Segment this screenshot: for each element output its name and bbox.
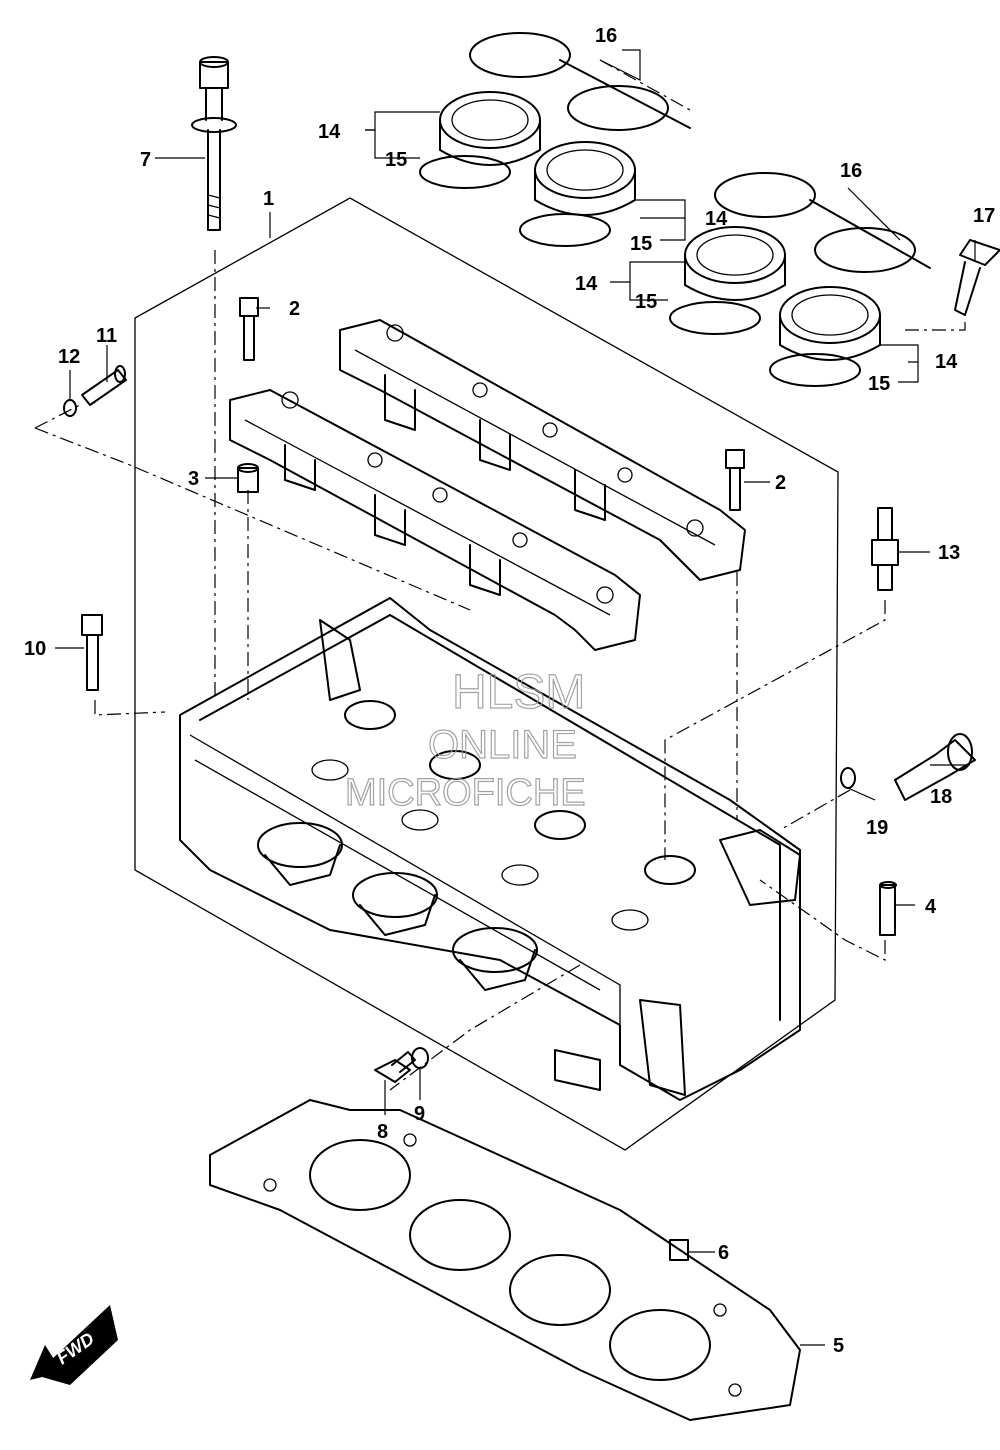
fwd-arrow: FWD xyxy=(30,1305,118,1385)
callouts: 1 2 2 3 4 5 6 7 8 9 10 11 12 13 14 14 14… xyxy=(24,25,995,1357)
callout-4: 4 xyxy=(925,896,937,918)
bolt-2-upper xyxy=(239,297,259,361)
intake-pipe-14-b xyxy=(534,141,636,216)
watermark-line-2: ONLINE xyxy=(428,723,577,767)
intake-port-1 xyxy=(257,822,343,886)
callout-14-c: 14 xyxy=(575,273,598,295)
callout-7: 7 xyxy=(140,149,151,171)
callout-14-a: 14 xyxy=(318,121,341,143)
intake-pipe-14-d xyxy=(779,286,881,361)
callout-11: 11 xyxy=(96,325,117,347)
center-lines xyxy=(34,59,966,1091)
intake-pipe-14-c xyxy=(684,226,786,301)
leader-lines xyxy=(55,49,976,1346)
callout-19: 19 xyxy=(866,817,888,839)
assembly-boundary xyxy=(134,197,839,1151)
sensor-18 xyxy=(894,733,976,801)
fwd-arrow-head xyxy=(30,1345,62,1380)
callout-2-right: 2 xyxy=(775,472,786,494)
callout-16-a: 16 xyxy=(595,25,617,47)
intake-pipe-14-a xyxy=(439,91,541,166)
callout-9: 9 xyxy=(414,1103,425,1125)
callout-13: 13 xyxy=(938,542,960,564)
fitting-11 xyxy=(81,365,127,406)
callout-14-b: 14 xyxy=(705,208,728,230)
washer-19 xyxy=(840,767,856,789)
dowel-pin-3 xyxy=(237,463,259,493)
callout-3: 3 xyxy=(188,468,199,490)
callout-10: 10 xyxy=(24,638,46,660)
watermark-line-3: MICROFICHE xyxy=(345,772,586,814)
callout-15-a: 15 xyxy=(385,149,407,171)
callout-1: 1 xyxy=(263,188,274,210)
o-ring-15-b xyxy=(519,213,611,247)
callout-8: 8 xyxy=(377,1121,388,1143)
bolt-10 xyxy=(81,614,103,691)
camshaft-holder-rear xyxy=(339,319,746,581)
clamp-16-b xyxy=(714,172,931,273)
o-ring-15-c xyxy=(669,301,761,335)
callout-15-c: 15 xyxy=(635,291,657,313)
valve-bore-row xyxy=(311,700,696,931)
camshaft-holder-front xyxy=(229,389,641,651)
callout-15-d: 15 xyxy=(868,373,890,395)
cylinder-head xyxy=(179,597,801,1101)
callout-17: 17 xyxy=(973,205,995,227)
callout-6: 6 xyxy=(718,1242,729,1264)
watermark: HLSM ONLINE MICROFICHE xyxy=(344,665,586,814)
callout-16-b: 16 xyxy=(840,160,862,182)
callout-12: 12 xyxy=(58,346,80,368)
o-ring-15-d xyxy=(769,353,861,387)
o-ring-15-a xyxy=(419,155,511,189)
washer-12 xyxy=(63,399,77,417)
callout-15-b: 15 xyxy=(630,233,652,255)
clamp-16-a xyxy=(469,32,691,131)
screw-17 xyxy=(954,239,1000,316)
callout-2-upper: 2 xyxy=(289,298,300,320)
watermark-line-1: HLSM xyxy=(452,666,585,719)
intake-port-2 xyxy=(352,872,438,936)
pin-4 xyxy=(879,881,897,936)
cylinder-head-bolt-7 xyxy=(191,56,237,231)
callout-5: 5 xyxy=(833,1335,844,1357)
bolt-2-right xyxy=(725,449,745,511)
callout-18: 18 xyxy=(930,786,952,808)
dowel-pin-6 xyxy=(669,1239,689,1261)
spark-plug-13 xyxy=(871,507,899,591)
cylinder-head-gasket-5 xyxy=(209,1099,801,1421)
callout-14-d: 14 xyxy=(935,351,958,373)
bolt-8 xyxy=(374,1051,416,1083)
intake-port-3 xyxy=(452,927,538,991)
